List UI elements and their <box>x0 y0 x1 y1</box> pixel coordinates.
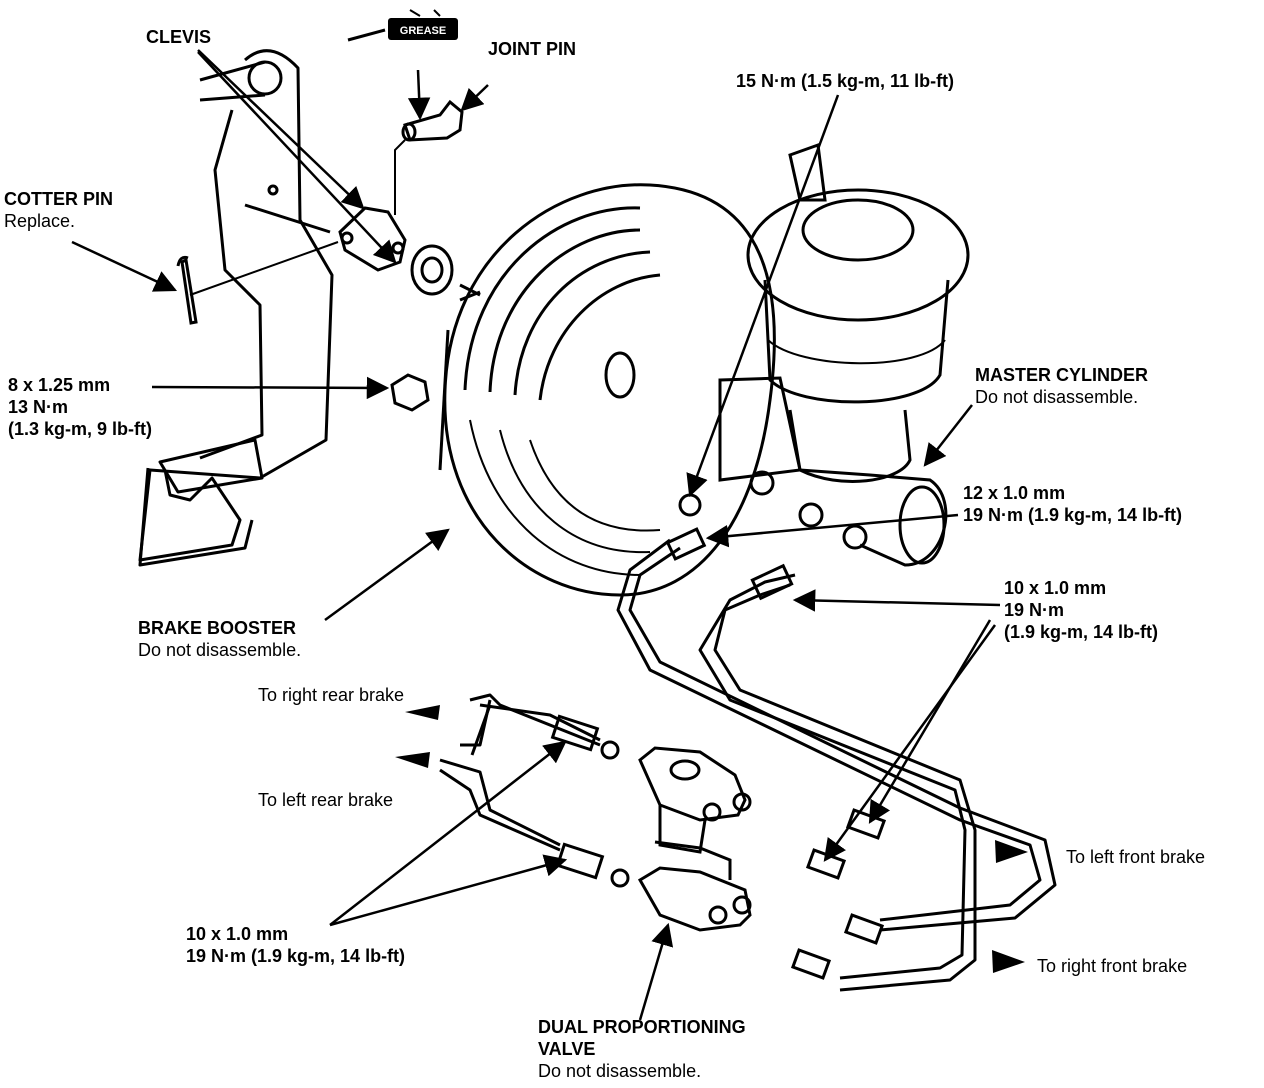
brake-lines <box>439 538 1057 992</box>
master-cylinder-label: MASTER CYLINDER Do not disassemble. <box>975 364 1148 408</box>
valve-fitting-label: 10 x 1.0 mm 19 N·m (1.9 kg-m, 14 lb-ft) <box>186 923 405 967</box>
master-cylinder <box>678 142 970 567</box>
brake-booster-title: BRAKE BOOSTER <box>138 618 297 638</box>
master-outlet-fitting-label: 12 x 1.0 mm 19 N·m (1.9 kg-m, 14 lb-ft) <box>963 482 1182 526</box>
brake-outlet-arrows <box>395 705 1028 973</box>
cotter-pin-label: COTTER PIN Replace. <box>4 188 113 232</box>
proportioning-valve-note: Do not disassemble. <box>538 1061 702 1081</box>
valve-fitting-torque: 19 N·m (1.9 kg-m, 14 lb-ft) <box>186 946 406 966</box>
line-fittings <box>550 527 887 980</box>
left-front-brake-label: To left front brake <box>1066 847 1206 867</box>
valve-fitting-size: 10 x 1.0 mm <box>186 924 289 944</box>
front-line-fitting-torque-alt: (1.9 kg-m, 14 lb-ft) <box>1004 622 1159 642</box>
mount-nut <box>390 373 430 412</box>
brake-booster <box>438 183 776 597</box>
pushrod-nut <box>410 244 481 302</box>
leader-lines <box>71 49 1001 1021</box>
mount-nut-label: 8 x 1.25 mm 13 N·m (1.3 kg-m, 9 lb-ft) <box>8 374 152 440</box>
master-outlet-fitting-size: 12 x 1.0 mm <box>963 483 1066 503</box>
master-cylinder-title: MASTER CYLINDER <box>975 365 1149 385</box>
right-rear-brake-label: To right rear brake <box>258 685 405 705</box>
clevis <box>189 206 407 296</box>
mount-nut-torque-alt: (1.3 kg-m, 9 lb-ft) <box>8 419 153 439</box>
cotter-pin-title: COTTER PIN <box>4 189 114 209</box>
mount-nut-torque: 13 N·m <box>8 397 69 417</box>
joint-pin-label: JOINT PIN <box>488 39 577 59</box>
clevis-label: CLEVIS <box>146 27 212 47</box>
front-line-fitting-size: 10 x 1.0 mm <box>1004 578 1107 598</box>
proportioning-valve-title-2: VALVE <box>538 1039 596 1059</box>
brake-pedal <box>138 49 334 567</box>
mount-nut-size: 8 x 1.25 mm <box>8 375 111 395</box>
cotter-pin <box>176 255 198 325</box>
master-fitting-torque-label: 15 N·m (1.5 kg-m, 11 lb-ft) <box>736 71 955 91</box>
master-cylinder-note: Do not disassemble. <box>975 387 1139 407</box>
dual-proportioning-valve <box>637 746 752 932</box>
front-line-fitting-torque: 19 N·m <box>1004 600 1065 620</box>
brake-booster-note: Do not disassemble. <box>138 640 302 660</box>
grease-tube: GREASE <box>347 9 458 42</box>
proportioning-valve-label: DUAL PROPORTIONING VALVE Do not disassem… <box>538 1016 746 1082</box>
grease-text: GREASE <box>400 25 446 37</box>
proportioning-valve-title-1: DUAL PROPORTIONING <box>538 1017 746 1037</box>
front-line-fitting-label: 10 x 1.0 mm 19 N·m (1.9 kg-m, 14 lb-ft) <box>1004 577 1158 643</box>
master-outlet-fitting-torque: 19 N·m (1.9 kg-m, 14 lb-ft) <box>963 505 1183 525</box>
joint-pin <box>394 99 464 215</box>
brake-booster-label: BRAKE BOOSTER Do not disassemble. <box>138 617 301 661</box>
left-rear-brake-label: To left rear brake <box>258 790 394 810</box>
right-front-brake-label: To right front brake <box>1037 956 1188 976</box>
cotter-pin-note: Replace. <box>4 211 76 231</box>
